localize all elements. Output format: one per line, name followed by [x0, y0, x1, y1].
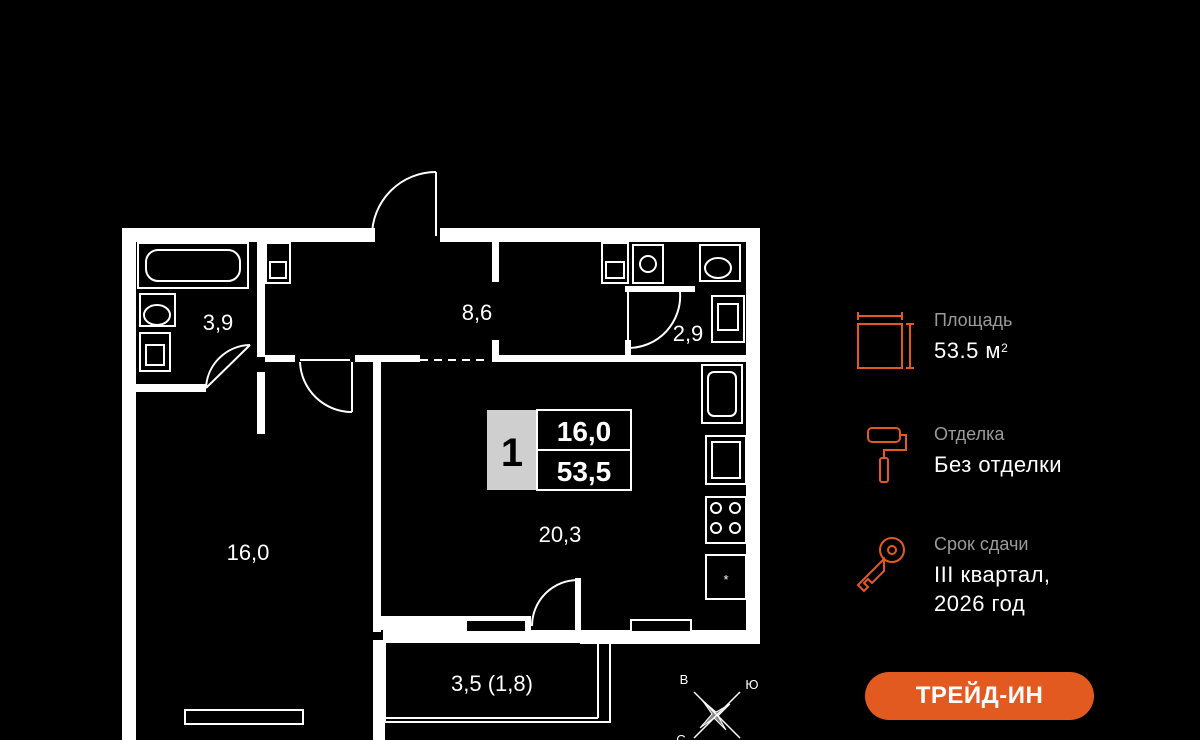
- room-bath-right-area: 2,9: [673, 321, 704, 346]
- compass-icon: В Ю С: [676, 672, 758, 740]
- key-icon: [856, 537, 905, 593]
- badge-rooms-bg: [487, 410, 537, 490]
- room-living-kitchen-area: 20,3: [539, 522, 582, 547]
- area-square-icon: [857, 312, 914, 369]
- drum-icon: [632, 244, 664, 284]
- finish-label: Отделка: [934, 424, 1005, 444]
- room-balcony-area: 3,5 (1,8): [451, 671, 533, 696]
- windows: [184, 619, 692, 725]
- washer-right-icon: [601, 242, 629, 284]
- area-value: 53.5 м2: [934, 336, 1008, 365]
- deadline-value-line2: 2026 год: [934, 591, 1026, 616]
- deadline-value: III квартал, 2026 год: [934, 560, 1051, 618]
- area-label: Площадь: [934, 310, 1013, 330]
- paint-roller-icon: [867, 427, 907, 483]
- sink-icon: [139, 332, 171, 372]
- finish-value: Без отделки: [934, 452, 1063, 477]
- balcony-outline: [384, 641, 611, 723]
- sink-right-icon: [711, 295, 745, 343]
- room-hall-area: 8,6: [462, 300, 493, 325]
- compass-south-label: Ю: [745, 677, 758, 692]
- badge-total-area: 53,5: [557, 456, 612, 487]
- badge-rooms: 1: [501, 431, 523, 475]
- dishwasher-icon: [705, 435, 747, 485]
- room-bedroom-area: 16,0: [227, 540, 270, 565]
- room-bath-left-area: 3,9: [203, 310, 234, 335]
- floor-plan: * 3,9 8,6 2,9 16,0 20,3 3,5 (1,8) 1 16,0…: [122, 171, 760, 740]
- sink-kitchen-icon: [701, 364, 743, 424]
- washer-icon: [265, 242, 291, 284]
- area-unit-sup: 2: [1001, 341, 1009, 355]
- apartment-badge: 1 16,0 53,5: [487, 409, 632, 491]
- badge-living-area: 16,0: [557, 416, 612, 447]
- compass-other-label: С: [676, 732, 685, 740]
- fridge-snowflake-icon: *: [723, 572, 728, 587]
- doors: [205, 171, 682, 630]
- trade-in-button[interactable]: ТРЕЙД-ИН: [865, 672, 1094, 720]
- toilet-right-icon: [699, 244, 741, 282]
- stove-icon: [705, 496, 747, 544]
- area-value-text: 53.5 м: [934, 338, 1002, 363]
- deadline-label: Срок сдачи: [934, 534, 1029, 554]
- deadline-value-line1: III квартал,: [934, 562, 1051, 587]
- bathtub-icon: [137, 242, 249, 289]
- walls: [122, 228, 760, 740]
- fridge-icon: [705, 554, 747, 600]
- compass-east-label: В: [680, 672, 689, 687]
- fixtures: [137, 242, 747, 600]
- toilet-icon: [139, 293, 176, 327]
